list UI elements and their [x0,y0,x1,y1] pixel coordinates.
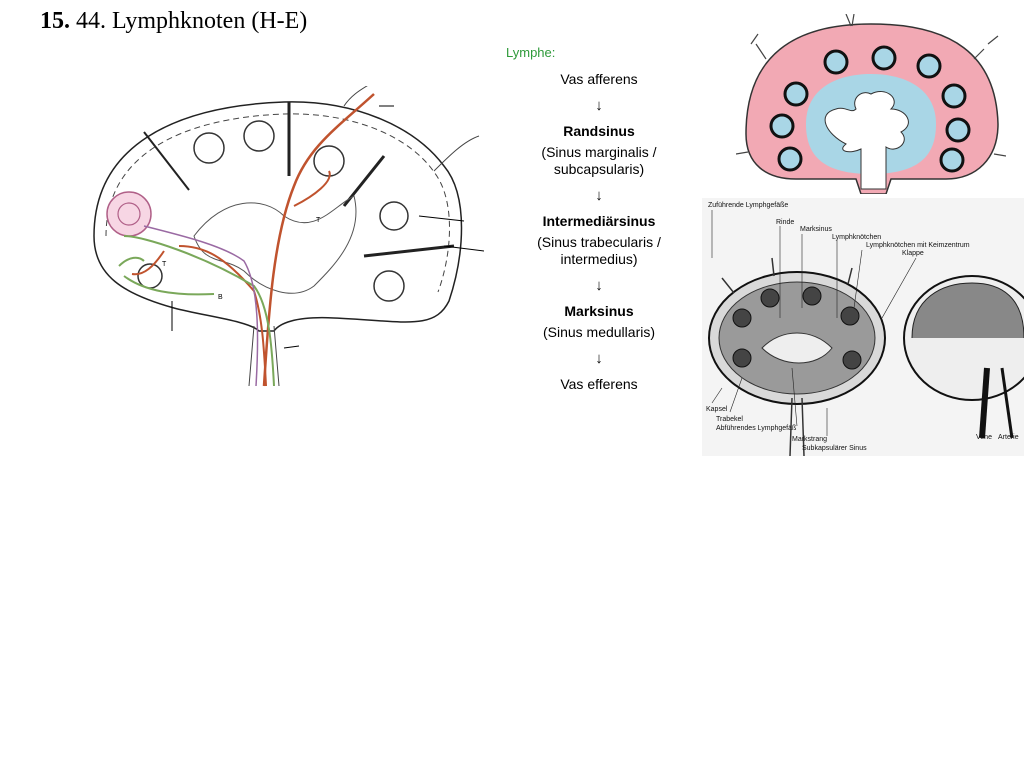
follicle [243,120,275,152]
label-marksinus: Marksinus [800,226,832,233]
afferent-flow-arrow [131,250,165,276]
trabecula [143,131,190,191]
label-vene: Vene [976,434,992,441]
flow-step-marksinus: Marksinus [564,303,634,319]
leader-lines [711,210,917,436]
label-arterie: Arterie [998,434,1019,441]
efferent-flow-arrow [123,275,215,296]
blood-vessel [143,225,259,387]
afferent-vessel [721,257,853,294]
diagram-label-t: T [162,261,167,268]
germinal-center-follicle [106,191,152,237]
efferent-flow-arrow [123,235,275,387]
label-klappe: Klappe [902,250,924,257]
follicle [769,113,795,139]
artery [1000,367,1014,439]
lymph-flow-label: Lymphe: [506,45,556,60]
follicle [379,201,409,231]
follicle [945,117,971,143]
pointer-arrow [443,245,484,252]
flow-step-vas-efferens: Vas efferens [560,376,638,392]
follicle [193,132,225,164]
afferent-vessel [343,86,368,107]
germinal-center [117,202,141,226]
flow-step-intermediaersinus: Intermediärsinus [542,213,656,229]
label-abfuehrendes-lymphgefaess: Abführendes Lymphgefäß [716,425,797,432]
slide-number: 15. [40,8,70,34]
medulla-region [193,195,357,294]
afferent-flow-arrow [262,93,375,387]
afferent-vessel [433,135,480,172]
medullary-strands [761,332,833,364]
label-lymphknoetchen: Lymphknötchen [832,234,882,241]
pointer-arrow [283,345,300,349]
label-lymphknoetchen-keimzentrum: Lymphknötchen mit Keimzentrum [866,242,970,249]
follicle [777,146,803,172]
diagram-label-t: T [316,217,321,224]
follicle [871,45,897,71]
efferent-flow-arrow [118,256,145,267]
flow-step-marksinus-latin: (Sinus medullaris) [542,324,656,340]
flow-step-vas-afferens: Vas afferens [560,71,638,87]
flow-arrow: ↓ [595,97,603,114]
medullary-cords [824,91,909,190]
follicle [823,49,849,75]
lymph-node-color-diagram [736,14,1006,194]
diagram-label-b: B [218,294,223,301]
lymph-node-schematic: T T B [93,86,484,387]
lymph-flow-list: Lymphe: Vas afferens ↓ Randsinus (Sinus … [506,44,678,402]
flow-arrow: ↓ [595,277,603,294]
follicle [939,147,965,173]
efferent-vessel [273,325,280,387]
follicle [783,81,809,107]
label-subkapsulaerer-sinus: Subkapsulärer Sinus [802,445,867,452]
flow-arrow: ↓ [595,350,603,367]
efferent-vessel [789,397,805,456]
follicle [916,53,942,79]
follicle [941,83,967,109]
flow-step-randsinus: Randsinus [563,123,635,139]
label-zufuehrende-lymphgefaesse: Zuführende Lymphgefäße [708,202,789,209]
lymph-node-histology-diagram [702,198,1024,456]
flow-arrow: ↓ [595,187,603,204]
flow-step-intermediaersinus-latin: (Sinus trabecularis / intermedius) [537,234,661,267]
afferent-vessels [736,14,1006,157]
follicles-group [769,45,971,173]
label-markstrang: Markstrang [792,436,828,443]
trabecula [363,244,455,258]
label-trabekel: Trabekel [716,416,743,423]
second-node-cortex [911,282,1024,339]
flow-step-randsinus-latin: (Sinus marginalis / subcapsularis) [541,144,657,177]
slide-title: 15. 44. Lymphknoten (H-E) [40,8,307,35]
afferent-flow-arrow [293,170,331,207]
capsule-outline [93,101,463,332]
follicle [373,270,405,302]
pointer-arrow [418,215,465,222]
follicles-group [732,286,862,370]
label-kapsel: Kapsel [706,406,728,413]
vein [979,367,990,439]
label-rinde: Rinde [776,219,795,226]
slide-title-text: 44. Lymphknoten (H-E) [76,8,308,34]
afferent-flow-arrow [178,245,267,387]
efferent-vessel [248,325,255,387]
